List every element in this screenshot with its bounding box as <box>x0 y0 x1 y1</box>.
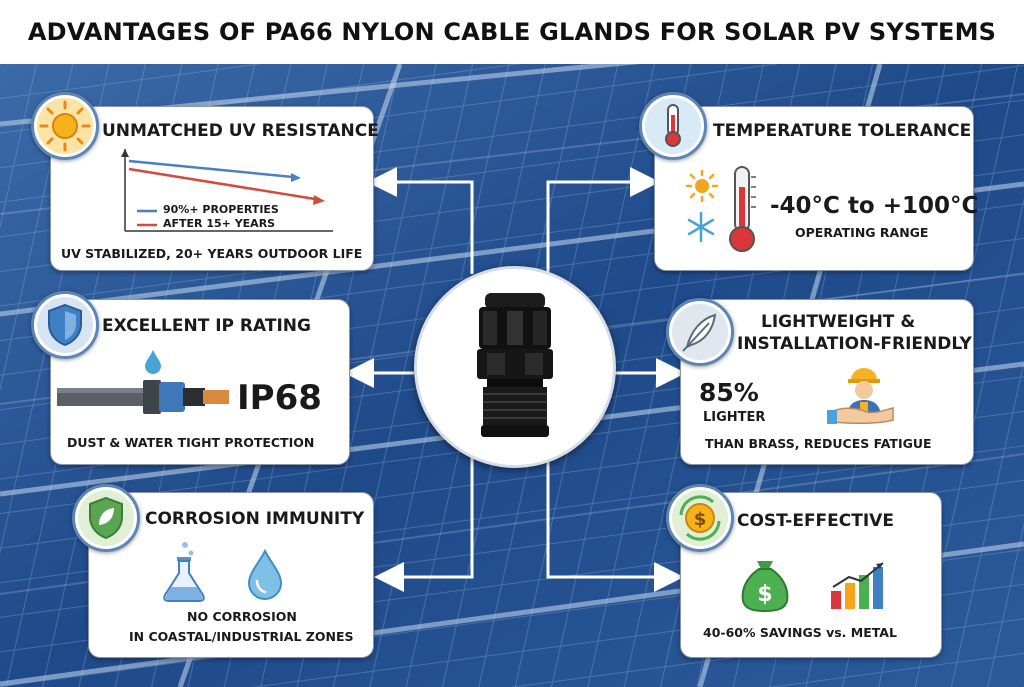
bar-chart-icon <box>831 562 884 609</box>
thermometer-large-icon <box>729 166 756 252</box>
feather-icon <box>672 304 728 360</box>
cable-gland-icon <box>477 293 553 437</box>
cost-caption: 40-60% SAVINGS vs. METAL <box>703 625 897 640</box>
corrosion-card: CORROSION IMMUNITY NO CORROSION IN COAST… <box>88 492 374 658</box>
cost-card-title: COST-EFFECTIVE <box>737 511 894 531</box>
ip-card-caption: DUST & WATER TIGHT PROTECTION <box>67 435 315 450</box>
temperature-card: TEMPERATURE TOLERANCE -40°C to +100°C OP… <box>654 106 978 271</box>
sun-icon <box>37 98 93 154</box>
temperature-caption: OPERATING RANGE <box>795 225 929 240</box>
snowflake-icon <box>687 211 715 243</box>
lightweight-card: LIGHTWEIGHT & INSTALLATION-FRIENDLY 85% … <box>680 299 974 465</box>
uv-legend-2: AFTER 15+ YEARS <box>163 217 276 230</box>
corrosion-caption-2: IN COASTAL/INDUSTRIAL ZONES <box>129 629 354 644</box>
lightweight-caption: THAN BRASS, REDUCES FATIGUE <box>705 436 932 451</box>
leaf-shield-icon-badge <box>72 484 140 552</box>
ip-card-title: EXCELLENT IP RATING <box>102 316 311 336</box>
uv-card-title: UNMATCHED UV RESISTANCE <box>102 121 379 141</box>
corrosion-card-title: CORROSION IMMUNITY <box>145 509 365 529</box>
svg-text:$: $ <box>757 582 772 607</box>
lightweight-percent: 85% <box>699 378 759 407</box>
shield-icon <box>37 297 93 353</box>
uv-resistance-card: UNMATCHED UV RESISTANCE 90%+ PROPERTIES … <box>50 106 379 271</box>
flask-icon <box>163 542 205 602</box>
temperature-range: -40°C to +100°C <box>770 193 979 219</box>
temperature-card-title: TEMPERATURE TOLERANCE <box>713 121 972 141</box>
sun-small-icon <box>685 169 719 203</box>
center-product-circle <box>414 266 616 468</box>
worker-icon <box>827 368 894 425</box>
page-title: ADVANTAGES OF PA66 NYLON CABLE GLANDS FO… <box>27 18 997 46</box>
lightweight-lighter: LIGHTER <box>703 410 766 425</box>
lightweight-title-2: INSTALLATION-FRIENDLY <box>737 334 972 354</box>
cable-water-icon <box>57 350 229 414</box>
uv-card-footer: UV STABILIZED, 20+ YEARS OUTDOOR LIFE <box>61 246 363 261</box>
thermometer-icon <box>645 98 701 154</box>
leaf-shield-icon <box>78 490 134 546</box>
thermometer-icon-badge <box>639 92 707 160</box>
corrosion-caption-1: NO CORROSION <box>187 609 297 624</box>
uv-degradation-chart <box>121 149 333 232</box>
feather-icon-badge <box>666 298 734 366</box>
ip-rating-value: IP68 <box>237 378 322 418</box>
sun-icon-badge <box>31 92 99 160</box>
title-bar: ADVANTAGES OF PA66 NYLON CABLE GLANDS FO… <box>0 0 1024 64</box>
svg-text:$: $ <box>694 509 707 530</box>
money-bag-icon: $ <box>741 561 789 613</box>
shield-icon-badge <box>31 291 99 359</box>
water-drop-icon <box>247 549 283 600</box>
coin-cycle-icon-badge: $ <box>666 484 734 552</box>
uv-legend-1: 90%+ PROPERTIES <box>163 203 279 216</box>
lightweight-title-1: LIGHTWEIGHT & <box>761 312 916 332</box>
coin-cycle-icon: $ <box>672 490 728 546</box>
ip-rating-card: EXCELLENT IP RATING IP68 DUST & WATER TI… <box>50 299 350 465</box>
